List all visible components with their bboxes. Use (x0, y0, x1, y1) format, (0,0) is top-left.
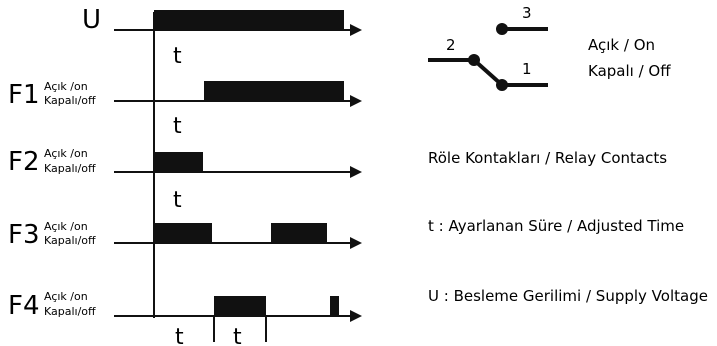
relay-pin-3: 3 (522, 4, 532, 22)
relay-pin-2: 2 (446, 36, 456, 54)
f2-arrow (350, 166, 362, 178)
u-label: U (82, 5, 101, 35)
f3-arrow (350, 237, 362, 249)
f4-on-pulse-1 (214, 296, 266, 316)
legend-relay-contacts: Röle Kontakları / Relay Contacts (428, 149, 667, 167)
f3-on-pulse-2 (271, 223, 327, 243)
f1-label: F1 (8, 80, 40, 110)
f2-off-label: Kapalı/off (44, 162, 96, 175)
f3-on-label: Açık /on (44, 220, 88, 233)
f1-on-pulse (204, 81, 344, 101)
f4-on-label: Açık /on (44, 290, 88, 303)
relay-off-label: Kapalı / Off (588, 62, 671, 80)
relay-on-label: Açık / On (588, 36, 655, 54)
f2-on-label: Açık /on (44, 147, 88, 160)
f1-delay-label: t (173, 44, 182, 69)
relay-contact-symbol (428, 23, 548, 91)
f3-off-label: Kapalı/off (44, 234, 96, 247)
legend-supply-voltage: U : Besleme Gerilimi / Supply Voltage (428, 287, 708, 305)
f4-arrow (350, 310, 362, 322)
relay-pin-1: 1 (522, 60, 532, 78)
f4-off-label: Kapalı/off (44, 305, 96, 318)
f2-on-pulse (154, 152, 203, 172)
f3-on-pulse-1 (154, 223, 212, 243)
f4-on-pulse-2 (330, 296, 339, 316)
f4-time-label-b: t (233, 325, 242, 346)
f4-label: F4 (8, 291, 40, 321)
f1-off-label: Kapalı/off (44, 94, 96, 107)
u-on-pulse (154, 10, 344, 30)
f1-arrow (350, 95, 362, 107)
f2-time-label: t (173, 114, 182, 139)
u-arrow (350, 24, 362, 36)
f3-label: F3 (8, 220, 40, 250)
f4-time-label-a: t (175, 325, 184, 346)
f2-label: F2 (8, 147, 40, 177)
f3-time-label: t (173, 188, 182, 213)
f1-on-label: Açık /on (44, 80, 88, 93)
legend-adjusted-time: t : Ayarlanan Süre / Adjusted Time (428, 217, 684, 235)
